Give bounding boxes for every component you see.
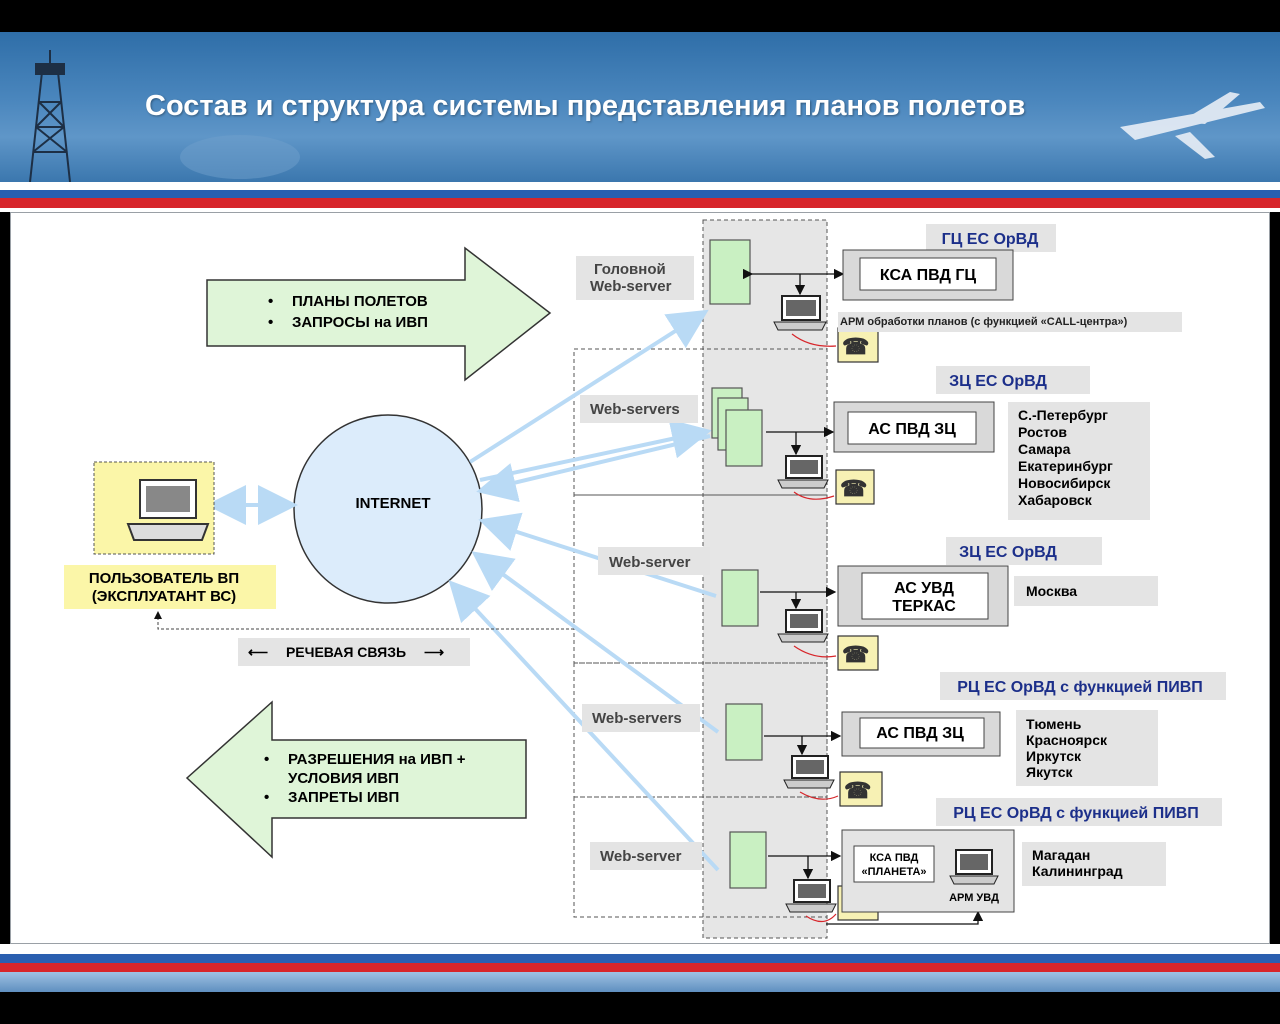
voice-line [154,611,574,630]
city: Якутск [1026,764,1073,780]
stripe-red-bottom [0,963,1280,972]
incoming-arrow [206,246,552,382]
outgoing-item-3: ЗАПРЕТЫ ИВП [288,789,399,806]
radar-tower-icon [29,50,71,182]
center-1-system: КСА ПВД ГЦ [880,267,976,284]
server-5-label: Web-server [600,848,682,865]
center-3-system-2: ТЕРКАС [892,598,956,615]
server-icon [729,831,767,889]
internet-label: INTERNET [356,495,431,512]
phone-icon [837,327,879,363]
city: Красноярск [1026,732,1108,748]
city: С.-Петербург [1018,407,1108,423]
city: Новосибирск [1018,475,1111,491]
aircraft-icon [1120,92,1265,159]
svg-text:⟶: ⟶ [424,644,444,660]
server-icon [721,569,759,627]
city: Самара [1018,441,1071,457]
server-icon [725,409,763,467]
server-icon [725,703,763,761]
center-4-title: РЦ ЕС ОрВД с функцией ПИВП [957,679,1203,696]
phone-icon [835,469,875,505]
phone-glyph: ☎ [842,334,869,359]
server-icon [709,239,751,305]
user-label-1: ПОЛЬЗОВАТЕЛЬ ВП [89,570,239,587]
stripe-blue-bottom [0,954,1280,963]
computer-icon [949,849,999,885]
region-boxes [573,348,828,918]
center-5-system-1: КСА ПВД [870,852,919,864]
center-3-title: ЗЦ ЕС ОрВД [959,544,1057,561]
workstations [773,295,837,913]
outgoing-item-2: УСЛОВИЯ ИВП [288,770,399,787]
phone-cords [791,333,839,923]
computer-icon [783,755,835,789]
computer-icon [773,295,827,331]
center-4-system: АС ПВД ЗЦ [876,725,964,742]
center-5-system-2: «ПЛАНЕТА» [861,866,926,878]
city: Ростов [1018,424,1067,440]
incoming-item-2: ЗАПРОСЫ на ИВП [292,314,428,331]
server-4-label: Web-servers [592,710,682,727]
page-title: Состав и структура системы представления… [145,90,1026,122]
outgoing-arrow [185,700,527,859]
center-1-title: ГЦ ЕС ОрВД [942,231,1039,248]
computer-icon [777,609,829,643]
center-5-title: РЦ ЕС ОрВД с функцией ПИВП [953,805,1199,822]
phone-glyph: ☎ [842,642,869,667]
footer-band [0,972,1280,992]
stripe-white [0,182,1280,190]
phone-glyph: ☎ [840,476,867,501]
server-1-label-1: Головной [594,261,666,278]
computer-icon [777,455,829,489]
city-list-4: Тюмень Красноярск Иркутск Якутск [1026,716,1108,780]
city: Иркутск [1026,748,1082,764]
outgoing-item-1: РАЗРЕШЕНИЯ на ИВП + [288,751,466,768]
server-2-label: Web-servers [590,401,680,418]
stripe-red [0,198,1280,208]
server-3-label: Web-server [609,554,691,571]
server-1-label-2: Web-server [590,278,672,295]
svg-text:•: • [268,314,273,331]
laptop-icon [126,479,210,541]
header-banner: Состав и структура системы представления… [0,32,1280,182]
city: Магадан [1032,847,1090,863]
incoming-item-1: ПЛАНЫ ПОЛЕТОВ [292,293,428,310]
computer-icon [785,879,837,913]
svg-text:⟵: ⟵ [248,644,268,660]
center-3-system-1: АС УВД [894,580,954,597]
city: Екатеринбург [1018,458,1113,474]
stripe-blue [0,190,1280,198]
city-list-2: С.-Петербург Ростов Самара Екатеринбург … [1018,407,1113,508]
svg-text:•: • [268,293,273,310]
city: Тюмень [1026,716,1082,732]
city-list-3: Москва [1026,583,1077,599]
phone-icon [837,635,879,671]
svg-text:•: • [264,751,269,768]
header-decor [29,50,1265,182]
city: Калининград [1032,863,1123,879]
city: Хабаровск [1018,492,1093,508]
svg-text:•: • [264,789,269,806]
phone-glyph: ☎ [844,778,871,803]
center-1-note: АРМ обработки планов (с функцией «CALL-ц… [840,316,1128,328]
city-list-5: Магадан Калининград [1032,847,1123,879]
user-label-2: (ЭКСПЛУАТАНТ ВС) [92,588,236,605]
center-2-title: ЗЦ ЕС ОрВД [949,373,1047,390]
center-2-system: АС ПВД ЗЦ [868,421,956,438]
voice-label: РЕЧЕВАЯ СВЯЗЬ [286,644,406,660]
center-5-workstation: АРМ УВД [949,892,999,904]
phone-icon [839,771,883,807]
server-icons [709,239,767,889]
